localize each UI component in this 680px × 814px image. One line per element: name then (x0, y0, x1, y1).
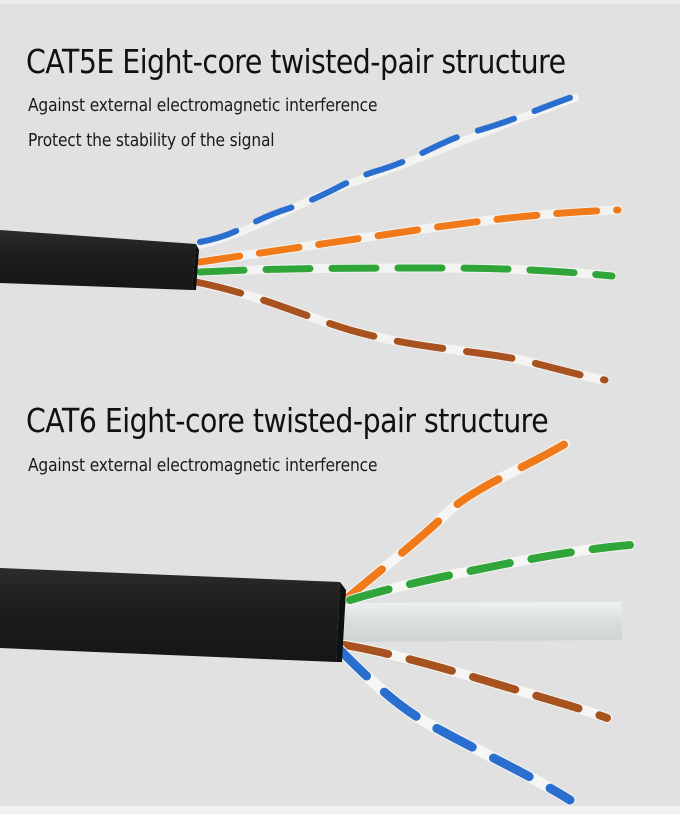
cat6-cable (0, 439, 635, 806)
cat6-feature-1: Against external electromagnetic interfe… (28, 455, 378, 476)
cat6-brown-pair (340, 640, 612, 723)
cat5e-blue-pair (196, 93, 579, 249)
cat5e-brown-pair (191, 277, 610, 385)
cat5e-orange-pair (195, 205, 623, 267)
cat6-title: CAT6 Eight-core twisted-pair structure (26, 401, 549, 440)
cat5e-feature-1: Against external electromagnetic interfe… (28, 95, 378, 116)
cat6-blue-pair (332, 642, 576, 806)
cat5e-title: CAT5E Eight-core twisted-pair structure (26, 42, 566, 81)
cat6-green-pair (345, 540, 635, 605)
cat5e-feature-2: Protect the stability of the signal (28, 130, 275, 151)
cat5e-green-pair (195, 263, 617, 281)
bottom-border (0, 806, 680, 814)
cat6-orange-pair (340, 439, 570, 605)
cat5e-cable (0, 93, 623, 385)
top-border (0, 0, 680, 4)
cat6-separator (342, 602, 622, 642)
